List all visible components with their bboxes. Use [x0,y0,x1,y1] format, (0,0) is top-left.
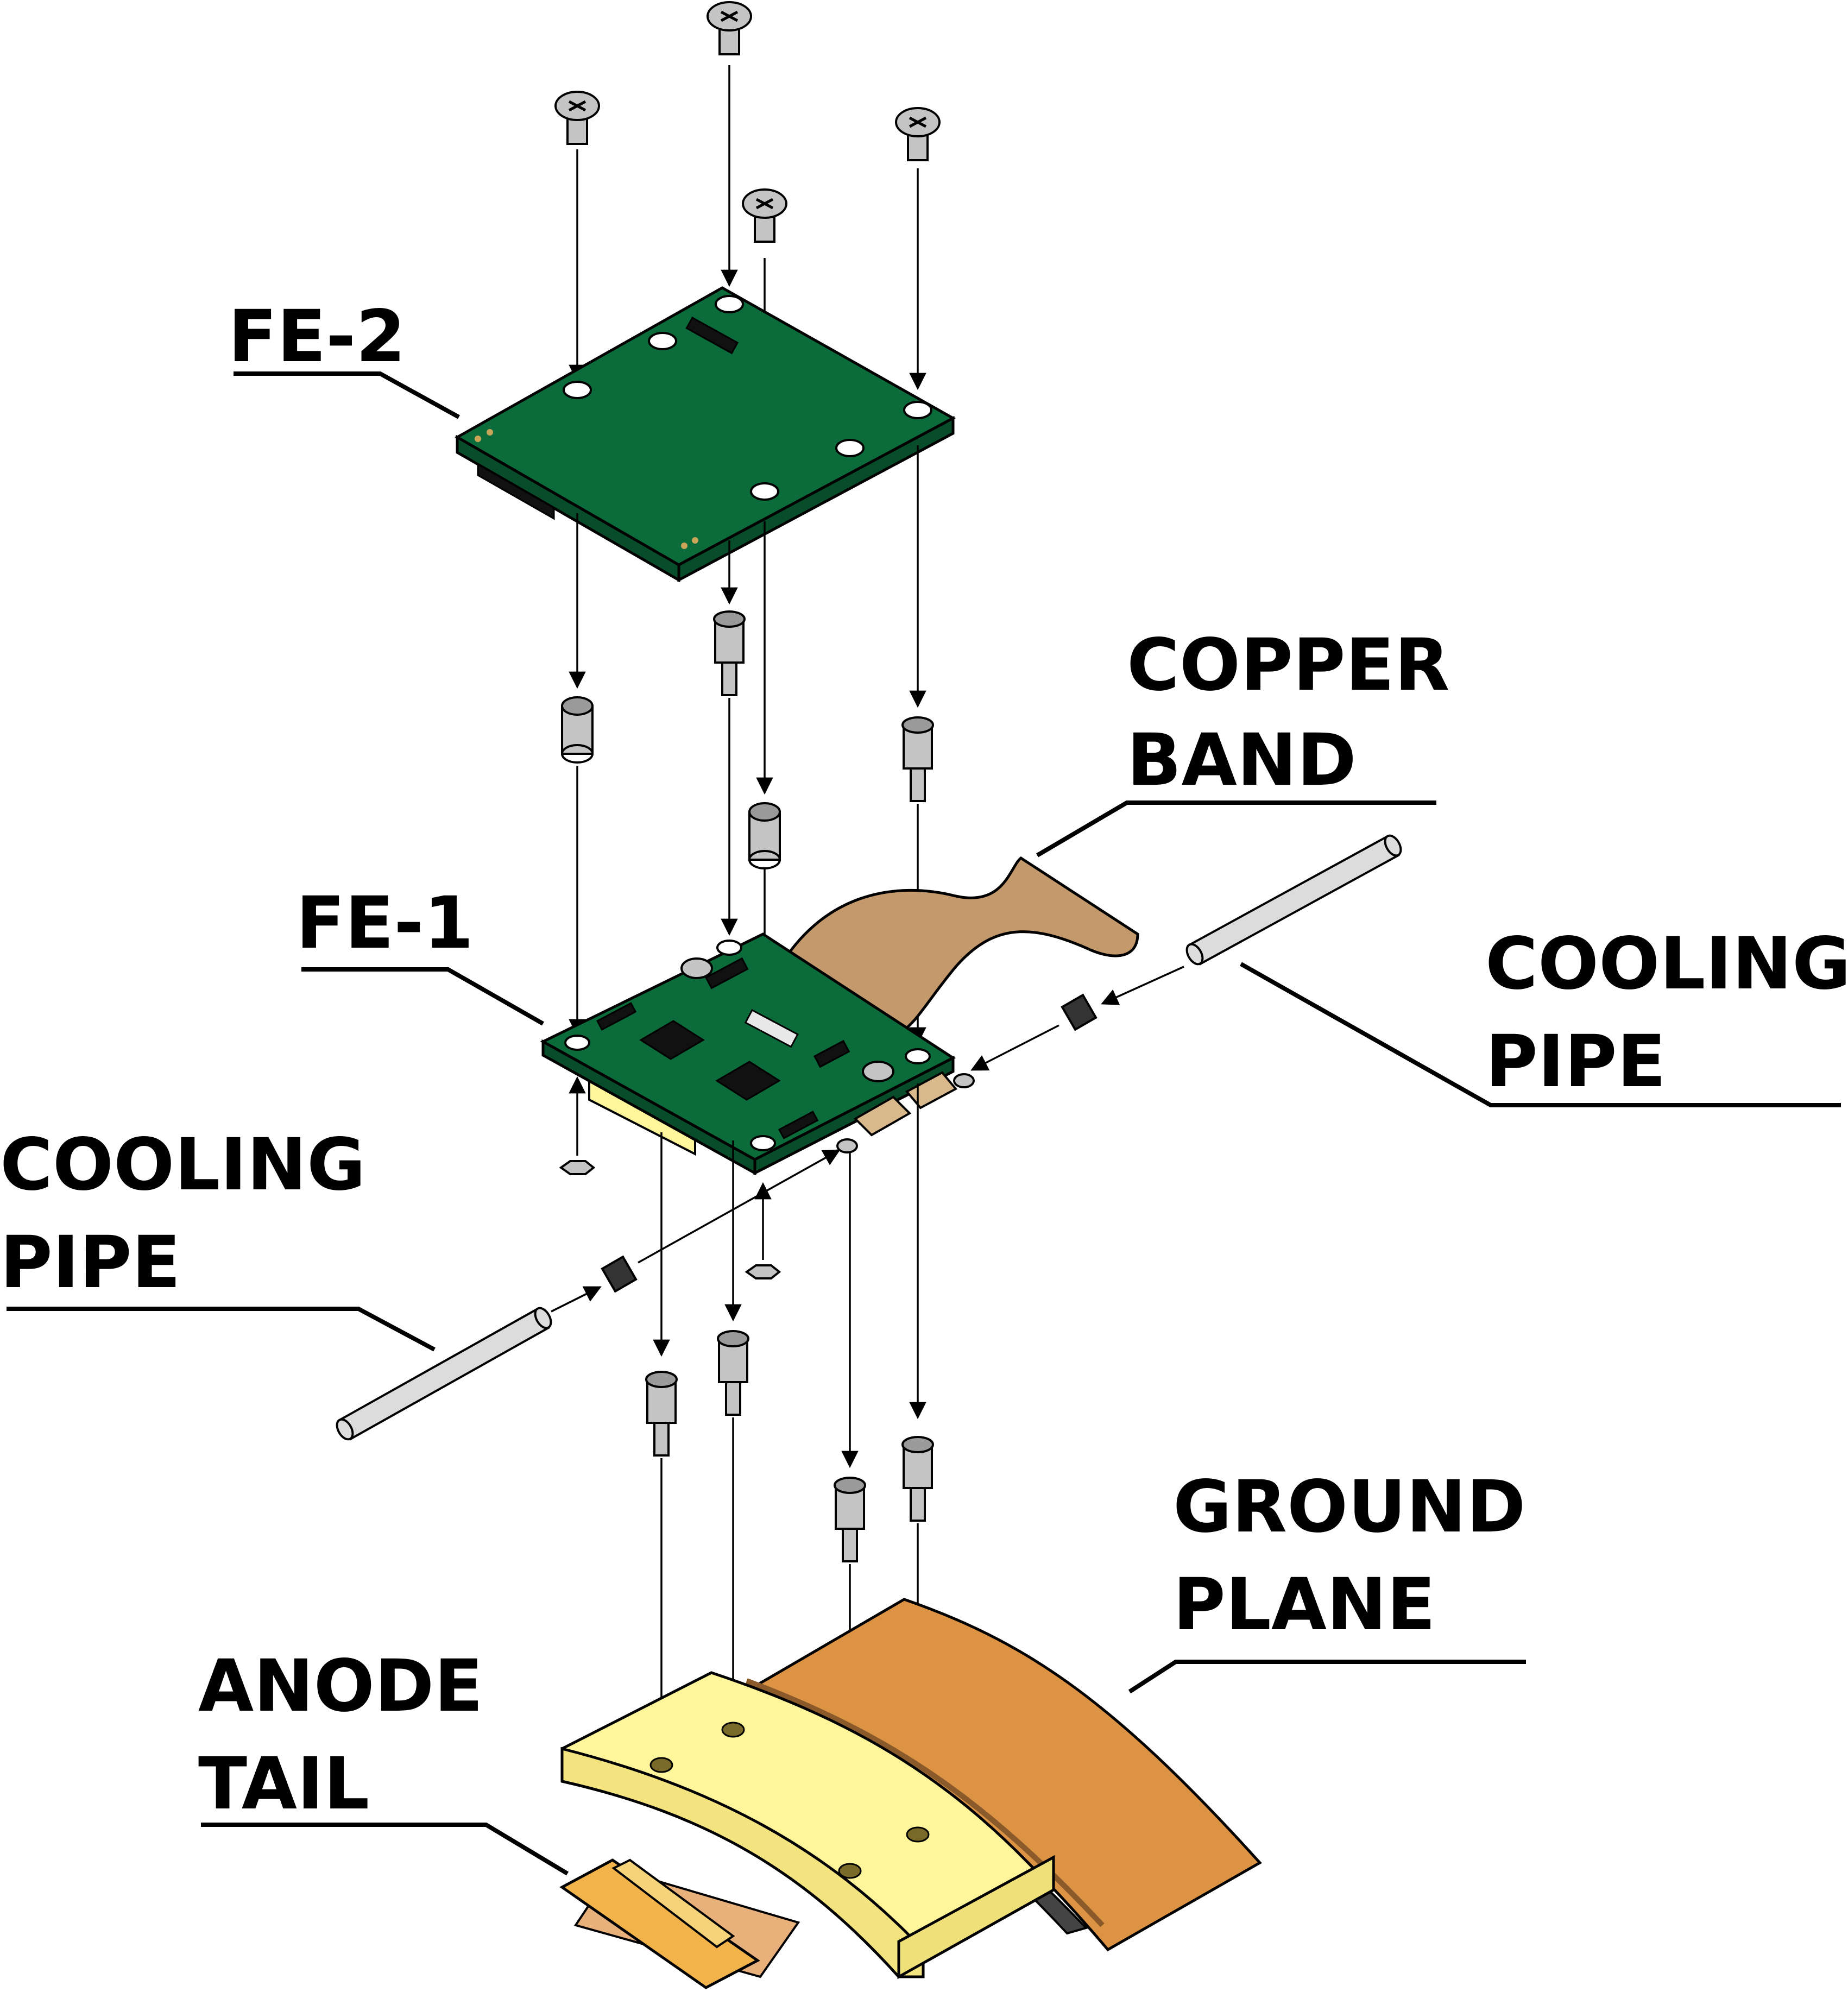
cooling-pipe-left-label-line1: COOLING [0,1123,365,1207]
assembly-arrows [569,445,926,795]
cooling-pipe-right-label-line1: COOLING [1485,922,1848,1006]
fe1-label: FE-1 [296,881,474,965]
anode-tail [559,1858,800,1989]
assembly-arrows [551,1149,841,1313]
screw-icon [895,107,941,161]
anode-tail-label-line1: ANODE [198,1644,483,1728]
assembly-arrows [569,1076,772,1260]
copper-band-label-line2: BAND [1127,718,1357,802]
standoff-icon [713,610,746,696]
anode-block [560,1671,1056,1980]
ground-plane-label-line1: GROUND [1173,1465,1525,1549]
standoffs-lower [645,1330,934,1562]
spacer-icon [561,696,594,764]
screw-icon [554,91,600,145]
standoff-icon [645,1371,678,1457]
standoff-icon [901,1436,934,1522]
standoff-icon [717,1330,749,1416]
fe2-label: FE-2 [228,295,406,379]
screw-icon [742,188,787,243]
leader-lines [7,371,1841,1876]
spacer-icon [748,802,781,869]
cooling-pipe-right [1061,834,1402,1031]
fe1-board [540,932,956,1176]
ground-plane-label-line2: PLANE [1173,1563,1436,1647]
copper-band-label-line1: COPPER [1127,623,1449,707]
standoff-icon [901,716,934,802]
cooling-pipe-right-label-line2: PIPE [1485,1020,1666,1104]
spacers-upper [561,610,934,869]
pipe-fittings [836,1071,975,1153]
screws-top [554,1,941,243]
nuts [559,1160,781,1279]
screw-icon [707,1,752,55]
standoff-icon [834,1477,866,1562]
cooling-pipe-left [336,1255,638,1441]
assembly-arrows [653,1083,926,1468]
assembly-arrows [970,966,1184,1071]
cooling-pipe-left-label-line2: PIPE [0,1221,181,1304]
anode-tail-label-line2: TAIL [198,1742,369,1826]
fe2-board [454,286,956,583]
